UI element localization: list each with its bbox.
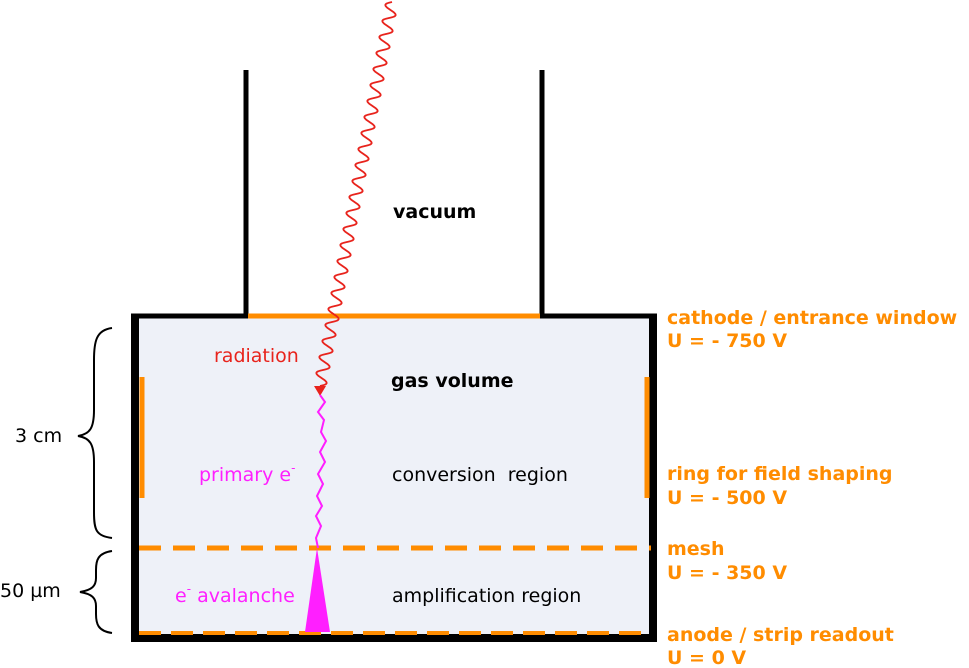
cathode-voltage: U = - 750 V xyxy=(667,330,787,352)
height-conversion-label: 3 cm xyxy=(15,425,62,447)
electron-avalanche-cone xyxy=(305,548,330,632)
brace-amplification xyxy=(79,550,113,634)
radiation-arrowhead-icon xyxy=(314,386,326,396)
avalanche-text: avalanche xyxy=(191,585,295,607)
gas-volume-fill xyxy=(137,316,651,636)
radiation-wave xyxy=(315,1,397,387)
avalanche-sup: - xyxy=(187,582,191,596)
primary-electron-text: primary e xyxy=(199,464,291,486)
primary-electron-label: primary e- xyxy=(199,461,295,486)
amplification-region-label: amplification region xyxy=(392,585,581,607)
mesh-voltage: U = - 350 V xyxy=(667,562,787,584)
vacuum-label: vacuum xyxy=(393,201,476,223)
anode-name: anode / strip readout xyxy=(667,624,894,646)
primary-electron-sup: - xyxy=(291,461,295,475)
radiation-label: radiation xyxy=(214,345,299,367)
mesh-name: mesh xyxy=(667,538,725,560)
conversion-region-label: conversion region xyxy=(392,464,568,486)
ring-voltage: U = - 500 V xyxy=(667,487,787,509)
ring-name: ring for field shaping xyxy=(667,463,893,485)
primary-electron-track xyxy=(314,394,328,549)
height-amplification-label: 50 µm xyxy=(0,580,61,602)
avalanche-label: e- avalanche xyxy=(175,582,295,607)
anode-voltage: U = 0 V xyxy=(667,647,746,668)
brace-conversion xyxy=(77,327,113,539)
gas-volume-label: gas volume xyxy=(391,370,514,392)
cathode-name: cathode / entrance window xyxy=(667,307,957,329)
